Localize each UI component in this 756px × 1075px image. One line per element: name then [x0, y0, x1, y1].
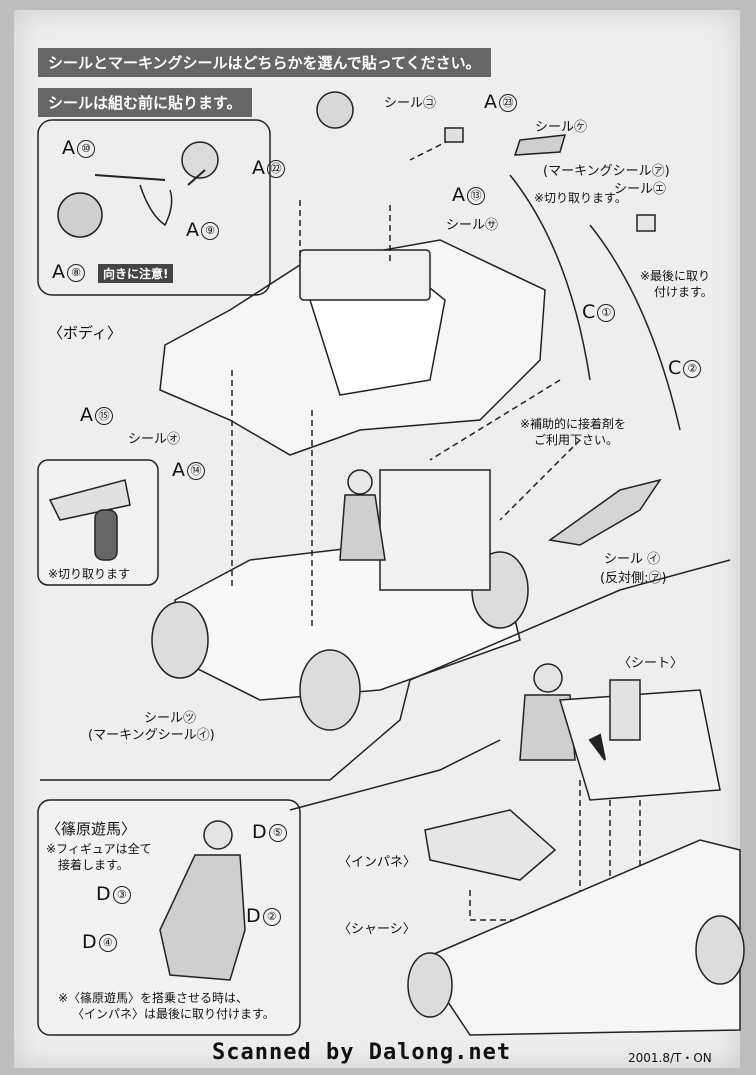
- instrument-panel-label: 〈インパネ〉: [338, 855, 417, 870]
- figure-bottom-note-line2: 〈インパネ〉は最後に取り付けます。: [72, 1007, 275, 1021]
- scan-credit: Scanned by Dalong.net: [212, 1040, 512, 1065]
- seal-sa-label: シール㋚: [446, 218, 499, 233]
- top-banner: シールとマーキングシールはどちらかを選んで貼ってください。: [38, 48, 491, 77]
- cut-note-top: ※切り取ります。: [534, 191, 627, 205]
- glue-note-line2: ご利用下さい。: [534, 433, 619, 447]
- attach-last-note-line2: 付けます。: [654, 285, 713, 299]
- print-code: 2001.8/T・ON: [628, 1051, 712, 1065]
- seat-drawing: [559, 689, 721, 801]
- figure-head: [203, 820, 233, 850]
- marking-seal-a-label: (マーキングシール㋐): [543, 164, 670, 179]
- seat-label: 〈シート〉: [618, 656, 684, 671]
- antenna-c1: [509, 174, 591, 381]
- cut-note-knife: ※切り取ります: [48, 567, 131, 581]
- lamp-top: [316, 91, 354, 129]
- seal-a23-shape: [444, 127, 464, 143]
- bottom-chassis-drawing: [418, 839, 741, 1036]
- seal-e-label: シール㋓: [614, 182, 667, 197]
- lamp-callout-frame: [37, 119, 271, 296]
- lamp-a9: [181, 141, 219, 179]
- figure-bottom-note-line1: ※〈篠原遊馬〉を搭乗させる時は、: [58, 991, 249, 1005]
- body-label: 〈ボディ〉: [48, 324, 122, 342]
- attach-last-note-line1: ※最後に取り: [640, 269, 711, 283]
- seal-e-shape: [636, 214, 656, 232]
- seal-o-label: シール㋔: [128, 432, 181, 447]
- glue-note-line1: ※補助的に接着剤を: [520, 417, 627, 431]
- second-banner: シールは組む前に貼ります。: [38, 88, 252, 117]
- section-divider: [40, 559, 731, 781]
- seal-i-label: シール ㋑: [604, 552, 661, 567]
- seal-ko-label: シール㋙: [384, 96, 437, 111]
- seal-i-opposite-label: (反対側:㋐): [600, 571, 667, 586]
- chassis-label: 〈シャーシ〉: [338, 922, 416, 937]
- driver-head: [347, 469, 373, 495]
- orientation-warning-badge: 向きに注意!: [98, 264, 174, 283]
- figure-note-line1: ※フィギュアは全て: [46, 842, 152, 856]
- marking-seal-i-label: (マーキングシール㋑): [88, 728, 215, 743]
- wheel-front-right: [299, 649, 361, 731]
- lamp-a8: [57, 192, 103, 238]
- wheel-front-left: [151, 601, 209, 679]
- seal-ke-shape: [513, 134, 567, 156]
- antenna-c2: [589, 224, 681, 431]
- figure-note-line2: 接着します。: [58, 858, 129, 872]
- seal-ke-label: シール㋘: [535, 120, 588, 135]
- figure-title: 〈篠原遊馬〉: [46, 820, 137, 838]
- seal-i-shape: [548, 478, 662, 546]
- seal-tsu-label: シール㋡: [144, 711, 197, 726]
- panel-drawing: [424, 809, 557, 881]
